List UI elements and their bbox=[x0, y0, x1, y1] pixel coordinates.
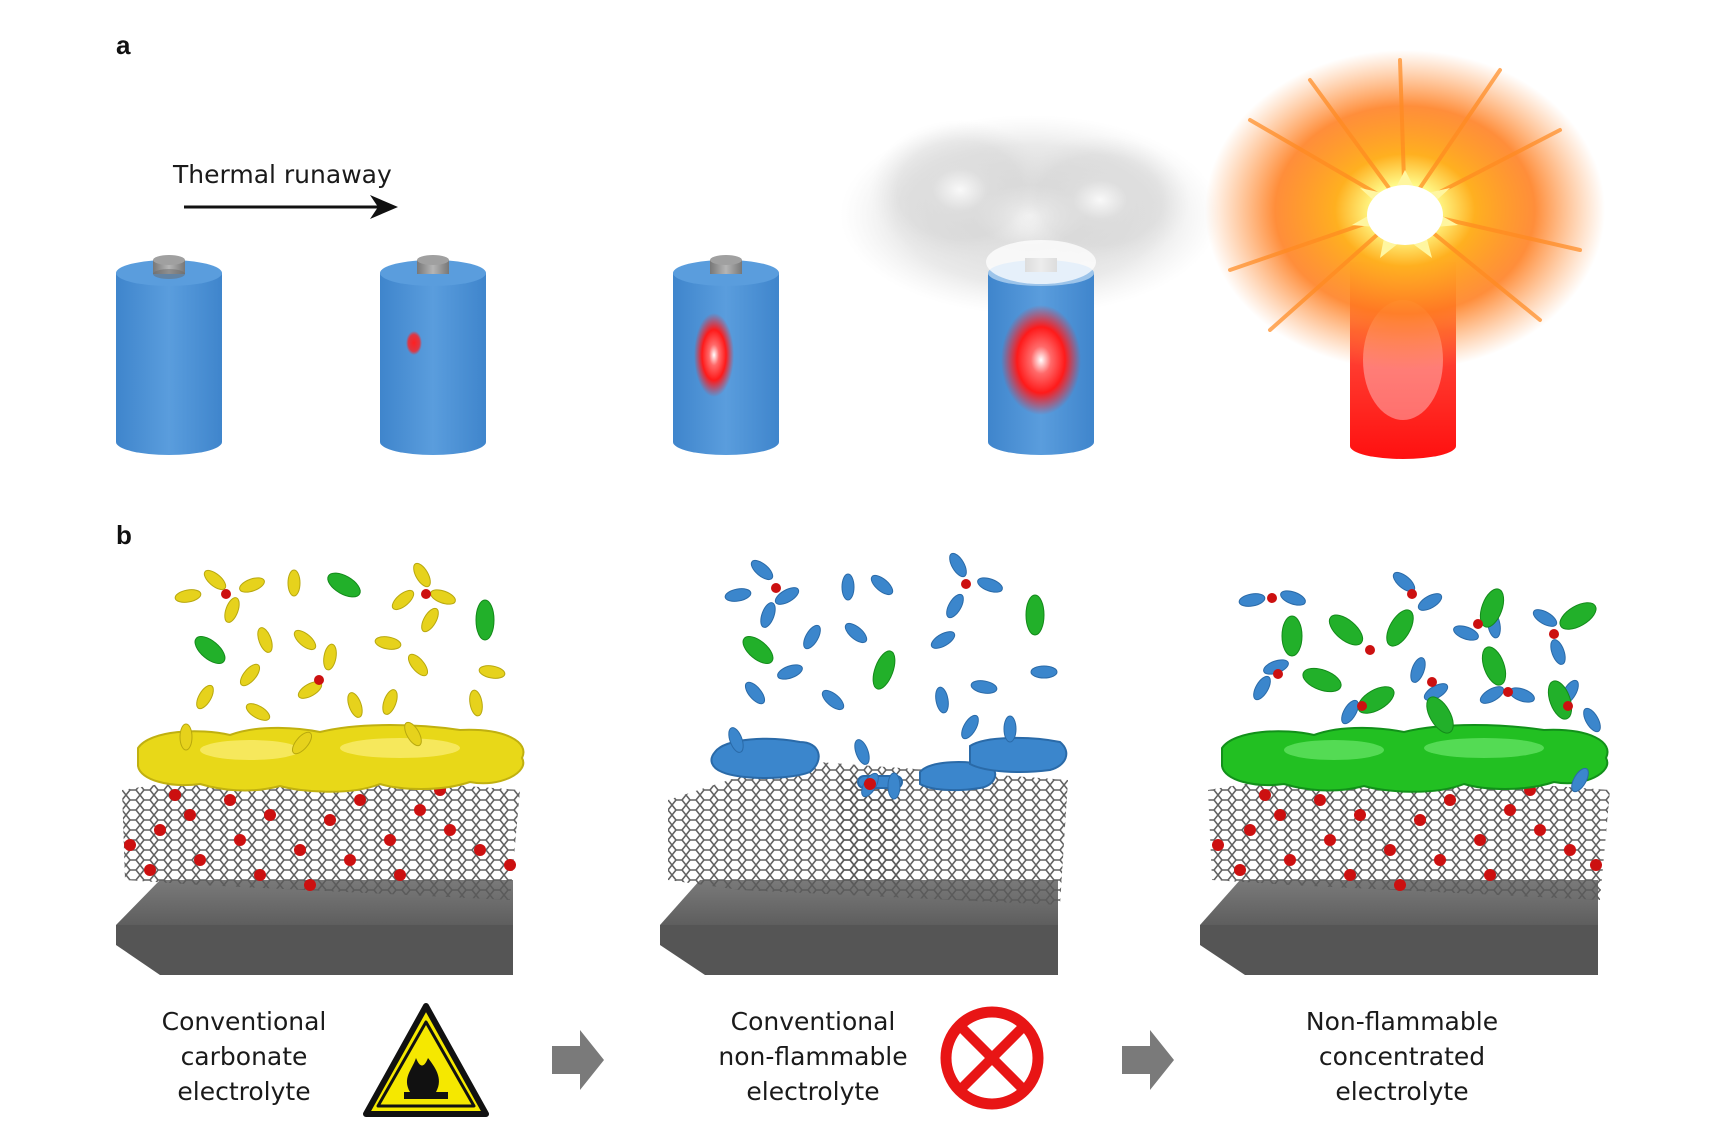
solvent-molecules bbox=[1238, 571, 1601, 793]
caption-line: electrolyte bbox=[177, 1077, 311, 1106]
sei-layer bbox=[137, 724, 525, 793]
caption-line: Non-flammable bbox=[1305, 1007, 1499, 1036]
caption-line: Conventional bbox=[161, 1007, 327, 1036]
scenario-non-flammable bbox=[660, 552, 1068, 975]
caption-carbonate: Conventional carbonate electrolyte bbox=[114, 1004, 374, 1109]
caption-line: carbonate bbox=[180, 1042, 308, 1071]
sei-layer bbox=[1221, 724, 1609, 793]
graphite-lattice bbox=[1208, 770, 1610, 900]
solvent-molecules bbox=[724, 552, 1058, 800]
battery-normal bbox=[116, 255, 222, 455]
explosion-burst bbox=[1205, 50, 1605, 370]
hotspot bbox=[1001, 305, 1081, 415]
battery-growing-hotspot bbox=[673, 255, 779, 455]
caption-line: concentrated bbox=[1318, 1042, 1486, 1071]
panel-b bbox=[116, 552, 1610, 1117]
solvent-molecules bbox=[174, 562, 506, 755]
battery-venting bbox=[840, 115, 1220, 455]
panel-label-a: a bbox=[116, 30, 131, 60]
battery-small-hotspot bbox=[380, 255, 486, 455]
scenario-carbonate bbox=[116, 562, 525, 975]
sei-layer bbox=[710, 736, 1068, 792]
hotspot bbox=[406, 331, 422, 355]
panel-a bbox=[116, 50, 1605, 459]
thermal-runaway-label: Thermal runaway bbox=[173, 160, 392, 189]
caption-line: electrolyte bbox=[1335, 1077, 1469, 1106]
hotspot bbox=[694, 313, 734, 397]
caption-line: Conventional bbox=[730, 1007, 896, 1036]
progress-arrow bbox=[552, 1030, 604, 1090]
thermal-runaway-arrow bbox=[184, 195, 398, 219]
caption-concentrated: Non-flammable concentrated electrolyte bbox=[1272, 1004, 1532, 1109]
caption-line: electrolyte bbox=[746, 1077, 880, 1106]
caption-line: non-flammable bbox=[718, 1042, 908, 1071]
progress-arrow bbox=[1122, 1030, 1174, 1090]
caption-non-flammable: Conventional non-flammable electrolyte bbox=[683, 1004, 943, 1109]
panel-label-b: b bbox=[116, 520, 132, 550]
scenario-concentrated bbox=[1200, 571, 1610, 975]
graphite-lattice bbox=[122, 770, 520, 900]
anode-substrate bbox=[116, 880, 513, 975]
salt-ions bbox=[124, 784, 516, 891]
prohibited-icon bbox=[940, 1006, 1044, 1110]
flammable-warning-icon bbox=[363, 1003, 489, 1117]
battery-explosion bbox=[1205, 50, 1605, 459]
graphite-lattice bbox=[668, 760, 1068, 905]
